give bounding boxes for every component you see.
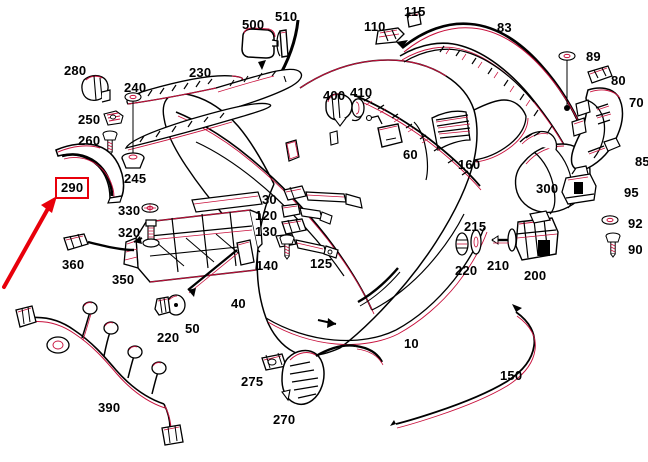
part-washer-330 <box>141 203 159 213</box>
callout-140: 140 <box>256 258 279 273</box>
part-bolt-320 <box>142 219 160 248</box>
callout-150: 150 <box>500 368 523 383</box>
part-washer-240 <box>124 92 142 160</box>
part-strip-510 <box>276 29 289 58</box>
part-housing-200 <box>515 210 559 261</box>
callout-260: 260 <box>78 133 101 148</box>
callout-30: 30 <box>262 192 277 207</box>
callout-230: 230 <box>189 65 212 80</box>
part-trim-160 <box>353 94 482 191</box>
part-trim-83 <box>396 22 585 161</box>
part-reflector-270 <box>281 344 384 406</box>
highlight-arrow-graphic <box>2 196 57 289</box>
callout-250: 250 <box>78 112 101 127</box>
callout-270: 270 <box>273 412 296 427</box>
callout-280: 280 <box>64 63 87 78</box>
callout-50: 50 <box>185 321 200 336</box>
callout-290: 290 <box>55 177 90 199</box>
part-bracket-120 <box>281 203 333 225</box>
part-bracket-30 <box>283 185 363 209</box>
part-screw-90 <box>605 232 621 258</box>
part-nut-220-left <box>154 296 171 316</box>
callout-90: 90 <box>628 242 643 257</box>
part-clip-280 <box>81 74 111 103</box>
callout-110: 110 <box>364 19 386 34</box>
part-cover-500 <box>241 27 279 70</box>
callout-245: 245 <box>124 171 147 186</box>
callout-220-left: 220 <box>157 330 180 345</box>
callout-10: 10 <box>404 336 419 351</box>
part-clip-250 <box>103 110 124 126</box>
callout-70: 70 <box>629 95 644 110</box>
part-pin-85 <box>587 137 621 155</box>
part-trim-150 <box>390 304 536 429</box>
callout-92: 92 <box>628 216 643 231</box>
callout-80: 80 <box>611 73 626 88</box>
callout-400: 400 <box>323 88 346 103</box>
callout-350: 350 <box>112 272 135 287</box>
callout-200: 200 <box>524 268 547 283</box>
part-washer-89 <box>558 51 576 111</box>
callout-360: 360 <box>62 257 85 272</box>
callout-220-right: 220 <box>455 263 478 278</box>
part-module-60 <box>365 114 403 148</box>
part-pin-210 <box>491 228 517 252</box>
part-harness-390 <box>15 301 184 446</box>
callout-60: 60 <box>403 147 418 162</box>
part-bracket-95 <box>561 165 597 205</box>
part-clip-110 <box>375 27 405 45</box>
part-clip-275 <box>261 352 287 371</box>
part-washer-215 <box>470 229 482 255</box>
callout-115: 115 <box>404 4 426 19</box>
part-washer-50 <box>166 294 186 316</box>
part-trim-lower <box>124 102 272 151</box>
part-clip-80 <box>587 65 613 84</box>
callout-275: 275 <box>241 374 264 389</box>
part-bolt-40 <box>187 239 255 297</box>
callout-40: 40 <box>231 296 246 311</box>
part-bracket-70 <box>570 87 624 171</box>
callout-95: 95 <box>624 185 639 200</box>
callout-240: 240 <box>124 80 147 95</box>
callout-330: 330 <box>118 203 141 218</box>
part-bracket-130 <box>281 218 307 235</box>
callout-320: 320 <box>118 225 141 240</box>
callout-410: 410 <box>350 85 373 100</box>
callout-83: 83 <box>497 20 512 35</box>
part-clip-115 <box>406 10 422 28</box>
callout-120: 120 <box>255 208 278 223</box>
callout-300: 300 <box>536 181 559 196</box>
part-clip-360 <box>63 233 135 252</box>
part-grommet-245 <box>121 152 145 169</box>
part-trim-230 <box>126 68 303 111</box>
part-ring-410 <box>351 98 365 118</box>
part-washer-92 <box>601 215 619 225</box>
part-moulding-290 <box>55 143 125 204</box>
callout-390: 390 <box>98 400 121 415</box>
callout-215: 215 <box>464 219 487 234</box>
part-bumper-cover-10 <box>162 19 529 357</box>
callout-160: 160 <box>458 157 481 172</box>
part-nut-220-right <box>455 232 469 256</box>
callout-89: 89 <box>586 49 601 64</box>
callout-510: 510 <box>275 9 298 24</box>
callout-500: 500 <box>242 17 265 32</box>
callout-210: 210 <box>487 258 510 273</box>
callout-125: 125 <box>310 256 333 271</box>
callout-130: 130 <box>255 224 278 239</box>
callout-85: 85 <box>635 154 648 169</box>
